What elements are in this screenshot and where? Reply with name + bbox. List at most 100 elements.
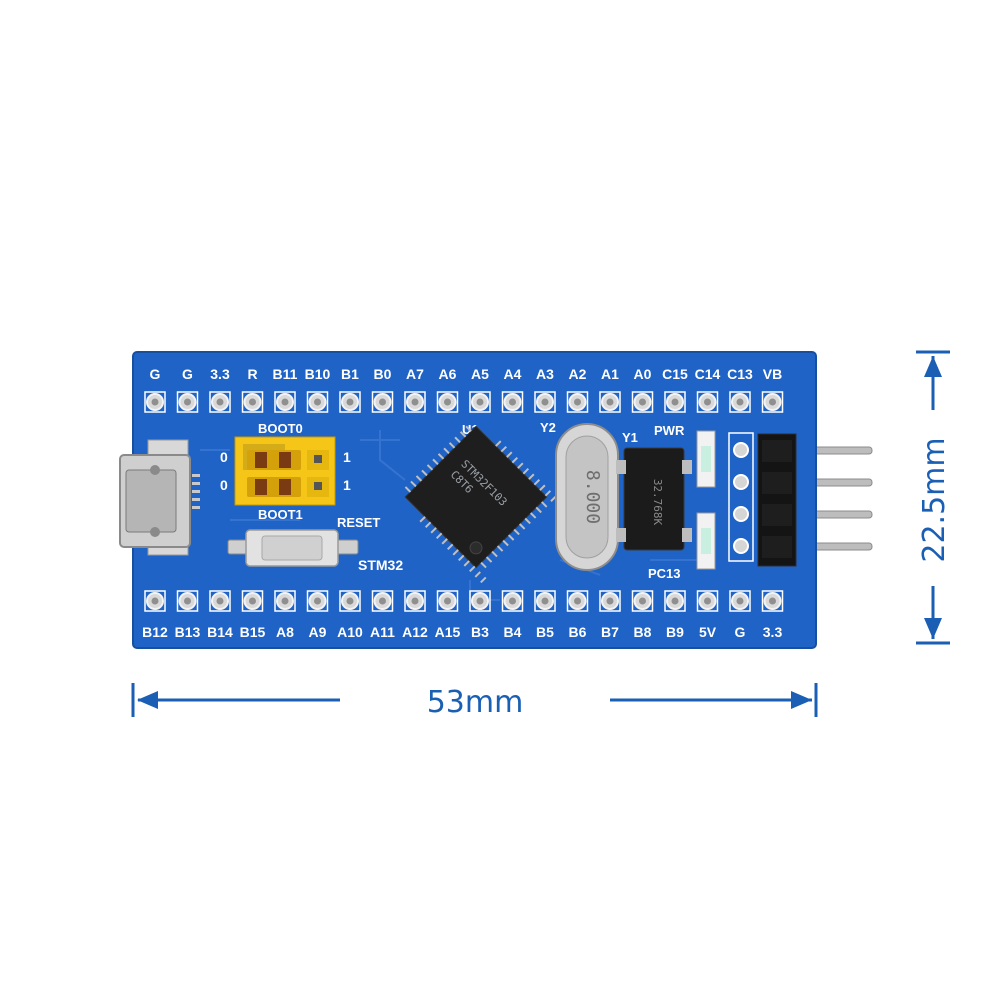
bottom-pad-7	[371, 590, 394, 612]
top-pin-label-11: A4	[504, 366, 522, 382]
top-pad-14	[599, 391, 621, 413]
bottom-pad-0	[144, 590, 166, 612]
bottom-pin-label-10: B3	[471, 624, 489, 640]
top-pad-13	[566, 391, 589, 413]
boot-jumper-block: BOOT0 0 0 1 1 BOOT1	[220, 421, 351, 522]
top-pin-label-0: G	[150, 366, 161, 382]
bottom-pad-3	[241, 590, 264, 612]
top-pin-label-18: C13	[727, 366, 753, 382]
bottom-pin-label-8: A12	[402, 624, 428, 640]
stm32-label: STM32	[358, 557, 403, 573]
bottom-pin-label-16: B9	[666, 624, 684, 640]
bottom-pad-8	[404, 590, 426, 612]
top-pin-label-14: A1	[601, 366, 619, 382]
bottom-pin-label-18: G	[735, 624, 746, 640]
top-pin-label-8: A7	[406, 366, 424, 382]
top-pad-2	[209, 391, 231, 413]
micro-usb-port	[119, 439, 200, 556]
top-pad-9	[436, 391, 459, 413]
bottom-pin-label-5: A9	[309, 624, 327, 640]
top-pin-label-10: A5	[471, 366, 489, 382]
bottom-pin-label-2: B14	[207, 624, 233, 640]
top-pad-18	[729, 391, 751, 413]
top-pin-label-5: B10	[305, 366, 331, 382]
top-pin-label-12: A3	[536, 366, 554, 382]
top-pad-10	[469, 391, 491, 413]
bottom-pad-2	[209, 590, 231, 612]
bottom-pin-label-6: A10	[337, 624, 363, 640]
bottom-pad-13	[566, 590, 589, 612]
mcu-chip: U1 STM32F103 C8T6 STM32	[358, 422, 563, 584]
top-pin-label-7: B0	[374, 366, 392, 382]
bottom-pin-label-19: 3.3	[763, 624, 783, 640]
crystal-marking: 8.000	[582, 470, 603, 524]
top-pin-label-3: R	[247, 366, 257, 382]
bottom-pin-label-3: B15	[240, 624, 266, 640]
bottom-pad-5	[306, 590, 329, 612]
bottom-pin-label-11: B4	[504, 624, 522, 640]
reset-label: RESET	[337, 515, 380, 530]
top-pad-5	[306, 391, 329, 413]
top-pad-8	[404, 391, 426, 413]
top-pin-label-15: A0	[634, 366, 652, 382]
top-pad-11	[501, 391, 524, 413]
bottom-pin-label-17: 5V	[699, 624, 717, 640]
top-pin-row	[144, 391, 784, 413]
top-pin-label-9: A6	[439, 366, 457, 382]
boot0-label: BOOT0	[258, 421, 303, 436]
small-crystal-marking: 32.768K	[651, 479, 664, 526]
jumper-zero-bottom: 0	[220, 477, 228, 493]
bottom-pad-16	[664, 590, 686, 612]
bottom-pin-label-1: B13	[175, 624, 201, 640]
width-dimension	[131, 683, 818, 717]
bottom-pad-1	[176, 590, 199, 612]
top-pad-17	[696, 391, 719, 413]
pc13-label: PC13	[648, 566, 681, 581]
bottom-pad-17	[696, 590, 719, 612]
pwr-label: PWR	[654, 423, 685, 438]
bottom-pad-9	[436, 590, 459, 612]
bottom-pad-14	[599, 590, 621, 612]
top-pin-label-19: VB	[763, 366, 782, 382]
bottom-pin-label-13: B6	[569, 624, 587, 640]
top-pad-3	[241, 391, 264, 413]
top-pin-label-6: B1	[341, 366, 359, 382]
y2-label: Y2	[540, 420, 556, 435]
jumper-zero-top: 0	[220, 449, 228, 465]
top-pad-16	[664, 391, 686, 413]
y1-label: Y1	[622, 430, 638, 445]
crystal-32k: Y1 32.768K	[616, 430, 692, 551]
top-pin-label-1: G	[182, 366, 193, 382]
bottom-pin-label-9: A15	[435, 624, 461, 640]
bottom-pin-label-14: B7	[601, 624, 619, 640]
swd-header	[728, 432, 797, 567]
bottom-pin-label-15: B8	[634, 624, 652, 640]
bottom-pad-19	[761, 590, 784, 612]
top-pin-label-13: A2	[569, 366, 587, 382]
jumper-one-bottom: 1	[343, 477, 351, 493]
top-pin-label-4: B11	[273, 366, 298, 382]
bottom-pin-label-4: A8	[276, 624, 294, 640]
bottom-pad-6	[339, 590, 361, 612]
bottom-pad-10	[469, 590, 491, 612]
bottom-pin-row	[144, 590, 784, 612]
top-pin-label-17: C14	[695, 366, 721, 382]
height-dimension	[916, 350, 950, 645]
top-pad-19	[761, 391, 784, 413]
top-pad-6	[339, 391, 361, 413]
bottom-pad-4	[274, 590, 296, 612]
top-pad-12	[534, 391, 556, 413]
top-pin-label-2: 3.3	[210, 366, 230, 382]
bottom-pad-11	[501, 590, 524, 612]
width-label: 53mm	[427, 685, 524, 720]
reset-button: RESET	[227, 515, 380, 567]
top-pad-4	[274, 391, 296, 413]
jumper-one-top: 1	[343, 449, 351, 465]
bottom-pin-label-7: A11	[370, 624, 395, 640]
pc13-led: PC13	[648, 512, 716, 581]
boot1-label: BOOT1	[258, 507, 303, 522]
bottom-pin-label-12: B5	[536, 624, 554, 640]
pwr-led: PWR	[654, 423, 716, 488]
